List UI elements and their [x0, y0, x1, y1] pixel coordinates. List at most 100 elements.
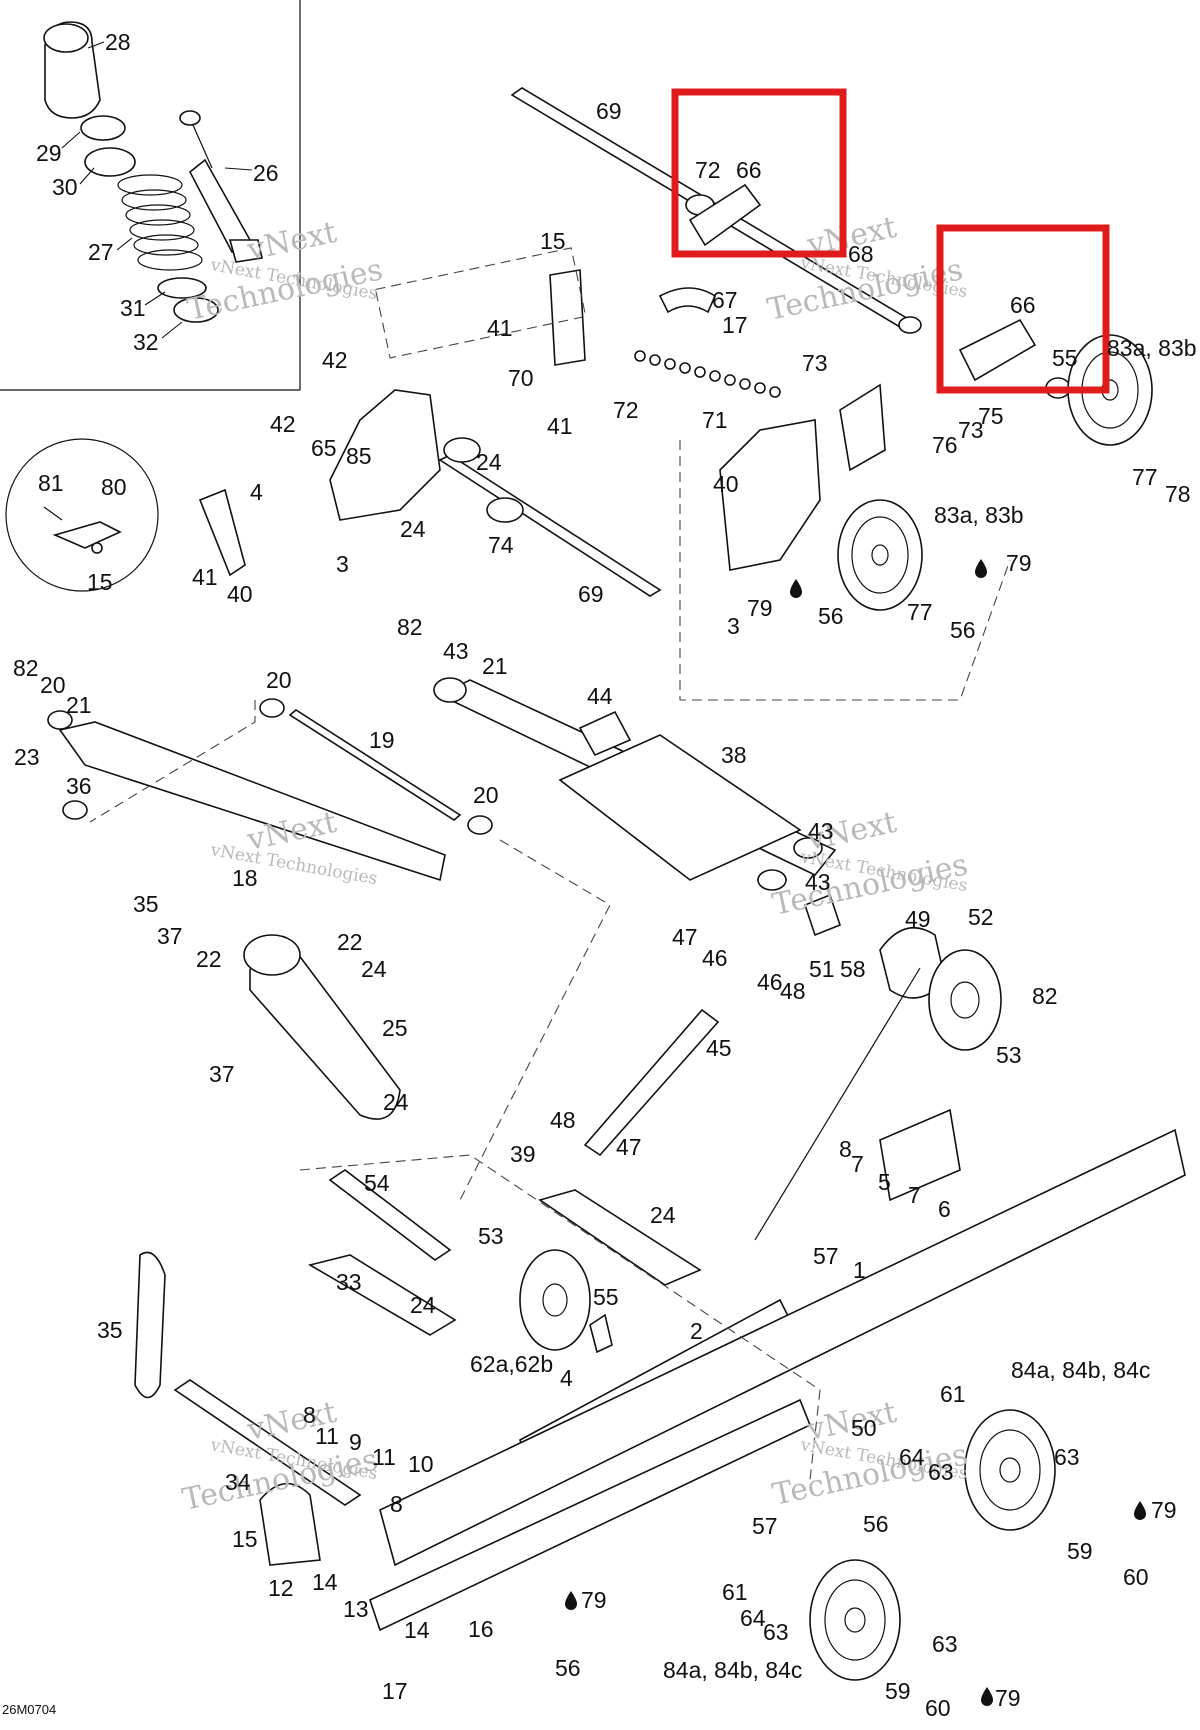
- part-label: 33: [336, 1269, 362, 1295]
- part-label: 56: [818, 603, 844, 629]
- part-label: 10: [408, 1451, 434, 1477]
- part-label: 3: [727, 613, 740, 639]
- part-shaft-39: [538, 1189, 702, 1286]
- part-label: 80: [101, 474, 127, 500]
- part-bushing-20-left: [47, 710, 73, 730]
- part-label: 82: [397, 614, 423, 640]
- part-spring-cover-top: [43, 23, 89, 53]
- part-block-12: [259, 1482, 321, 1566]
- part-label: 48: [780, 978, 806, 1004]
- part-shaft-54: [328, 1169, 452, 1261]
- part-label: 84a, 84b, 84c: [1011, 1357, 1150, 1383]
- part-label: 23: [14, 744, 40, 770]
- part-label: 44: [587, 683, 613, 709]
- part-label: 41: [547, 413, 573, 439]
- part-label: 63: [928, 1459, 954, 1485]
- part-label: 38: [721, 742, 747, 768]
- part-label: 63: [763, 1619, 789, 1645]
- part-label: 36: [66, 773, 92, 799]
- part-label: 42: [322, 347, 348, 373]
- part-label: 77: [1132, 464, 1158, 490]
- part-label: 12: [268, 1575, 294, 1601]
- part-label: 6: [938, 1196, 951, 1222]
- part-shock-top: [243, 934, 301, 976]
- part-ring-30: [84, 147, 136, 177]
- part-label: 60: [925, 1695, 951, 1721]
- part-label: 34: [225, 1469, 251, 1495]
- part-cap-67: [658, 287, 717, 314]
- part-label: 79: [747, 595, 773, 621]
- part-label: 16: [468, 1616, 494, 1642]
- part-label: 8: [839, 1136, 852, 1162]
- part-label: 77: [907, 599, 933, 625]
- part-label: 72: [695, 157, 721, 183]
- part-bushing-36: [62, 800, 88, 820]
- shock-assembly: [243, 893, 1002, 1241]
- part-label: 67: [712, 287, 738, 313]
- part-label: 15: [87, 569, 113, 595]
- part-label: 43: [808, 818, 834, 844]
- part-label: 24: [410, 1292, 436, 1318]
- part-bushing-74a: [443, 437, 481, 463]
- part-label: 20: [266, 667, 292, 693]
- part-label: 39: [510, 1141, 536, 1167]
- part-label: 84a, 84b, 84c: [663, 1657, 802, 1683]
- part-label: 78: [1165, 481, 1191, 507]
- part-wheel-84-lower: [809, 1559, 901, 1681]
- assembly-outline-upper: [374, 247, 587, 359]
- part-bushing-43-right: [793, 837, 823, 859]
- part-label: 46: [702, 945, 728, 971]
- part-label: 66: [1010, 292, 1036, 318]
- part-label: 47: [616, 1134, 642, 1160]
- part-label: 35: [133, 891, 159, 917]
- part-label: 47: [672, 924, 698, 950]
- part-label: 3: [336, 551, 349, 577]
- part-label: 69: [578, 581, 604, 607]
- part-arm-33: [307, 1254, 457, 1336]
- part-shaft-34: [173, 1379, 362, 1506]
- part-label: 59: [1067, 1538, 1093, 1564]
- part-label: 57: [752, 1513, 778, 1539]
- part-spacer-set-71: [634, 350, 781, 398]
- part-label: 56: [950, 617, 976, 643]
- part-slider-16: [369, 1398, 812, 1632]
- wm-line1: vNext: [243, 215, 339, 268]
- part-label: 2: [690, 1318, 703, 1344]
- part-label: 56: [863, 1511, 889, 1537]
- part-label: 24: [400, 516, 426, 542]
- part-bushing-20-upper: [259, 698, 285, 718]
- part-label: 1: [853, 1257, 866, 1283]
- part-label: 22: [337, 929, 363, 955]
- part-label: 4: [560, 1365, 573, 1391]
- part-label: 43: [805, 869, 831, 895]
- part-label: 69: [596, 98, 622, 124]
- part-label: 79: [1006, 550, 1032, 576]
- bracket-inset: [5, 438, 159, 592]
- part-label: 63: [932, 1631, 958, 1657]
- part-labels: 28 29 30 26 27 31 32 69 72 66 15 68 67 1…: [13, 29, 1197, 1721]
- part-label: 54: [364, 1170, 390, 1196]
- part-bushing-68: [898, 316, 922, 334]
- part-label: 22: [196, 946, 222, 972]
- part-label: 61: [722, 1579, 748, 1605]
- part-label: 15: [540, 228, 566, 254]
- part-label: 71: [702, 407, 728, 433]
- part-label: 24: [383, 1089, 409, 1115]
- part-bushing-43-upper: [433, 677, 467, 703]
- part-label: 7: [851, 1151, 864, 1177]
- part-label: 62a,62b: [470, 1351, 553, 1377]
- part-label: 56: [555, 1655, 581, 1681]
- part-label: 24: [476, 449, 502, 475]
- part-label: 40: [713, 471, 739, 497]
- part-label: 64: [899, 1444, 925, 1470]
- part-label: 19: [369, 727, 395, 753]
- assembly-outline-left: [89, 700, 256, 823]
- part-wheel-83-lower: [837, 499, 923, 611]
- part-rod-19: [288, 709, 462, 821]
- part-label: 60: [1123, 1564, 1149, 1590]
- part-ring-31: [157, 277, 207, 299]
- part-shock-45: [583, 1008, 720, 1157]
- part-wheel-84-upper: [964, 1409, 1056, 1531]
- part-label: 79: [581, 1587, 607, 1613]
